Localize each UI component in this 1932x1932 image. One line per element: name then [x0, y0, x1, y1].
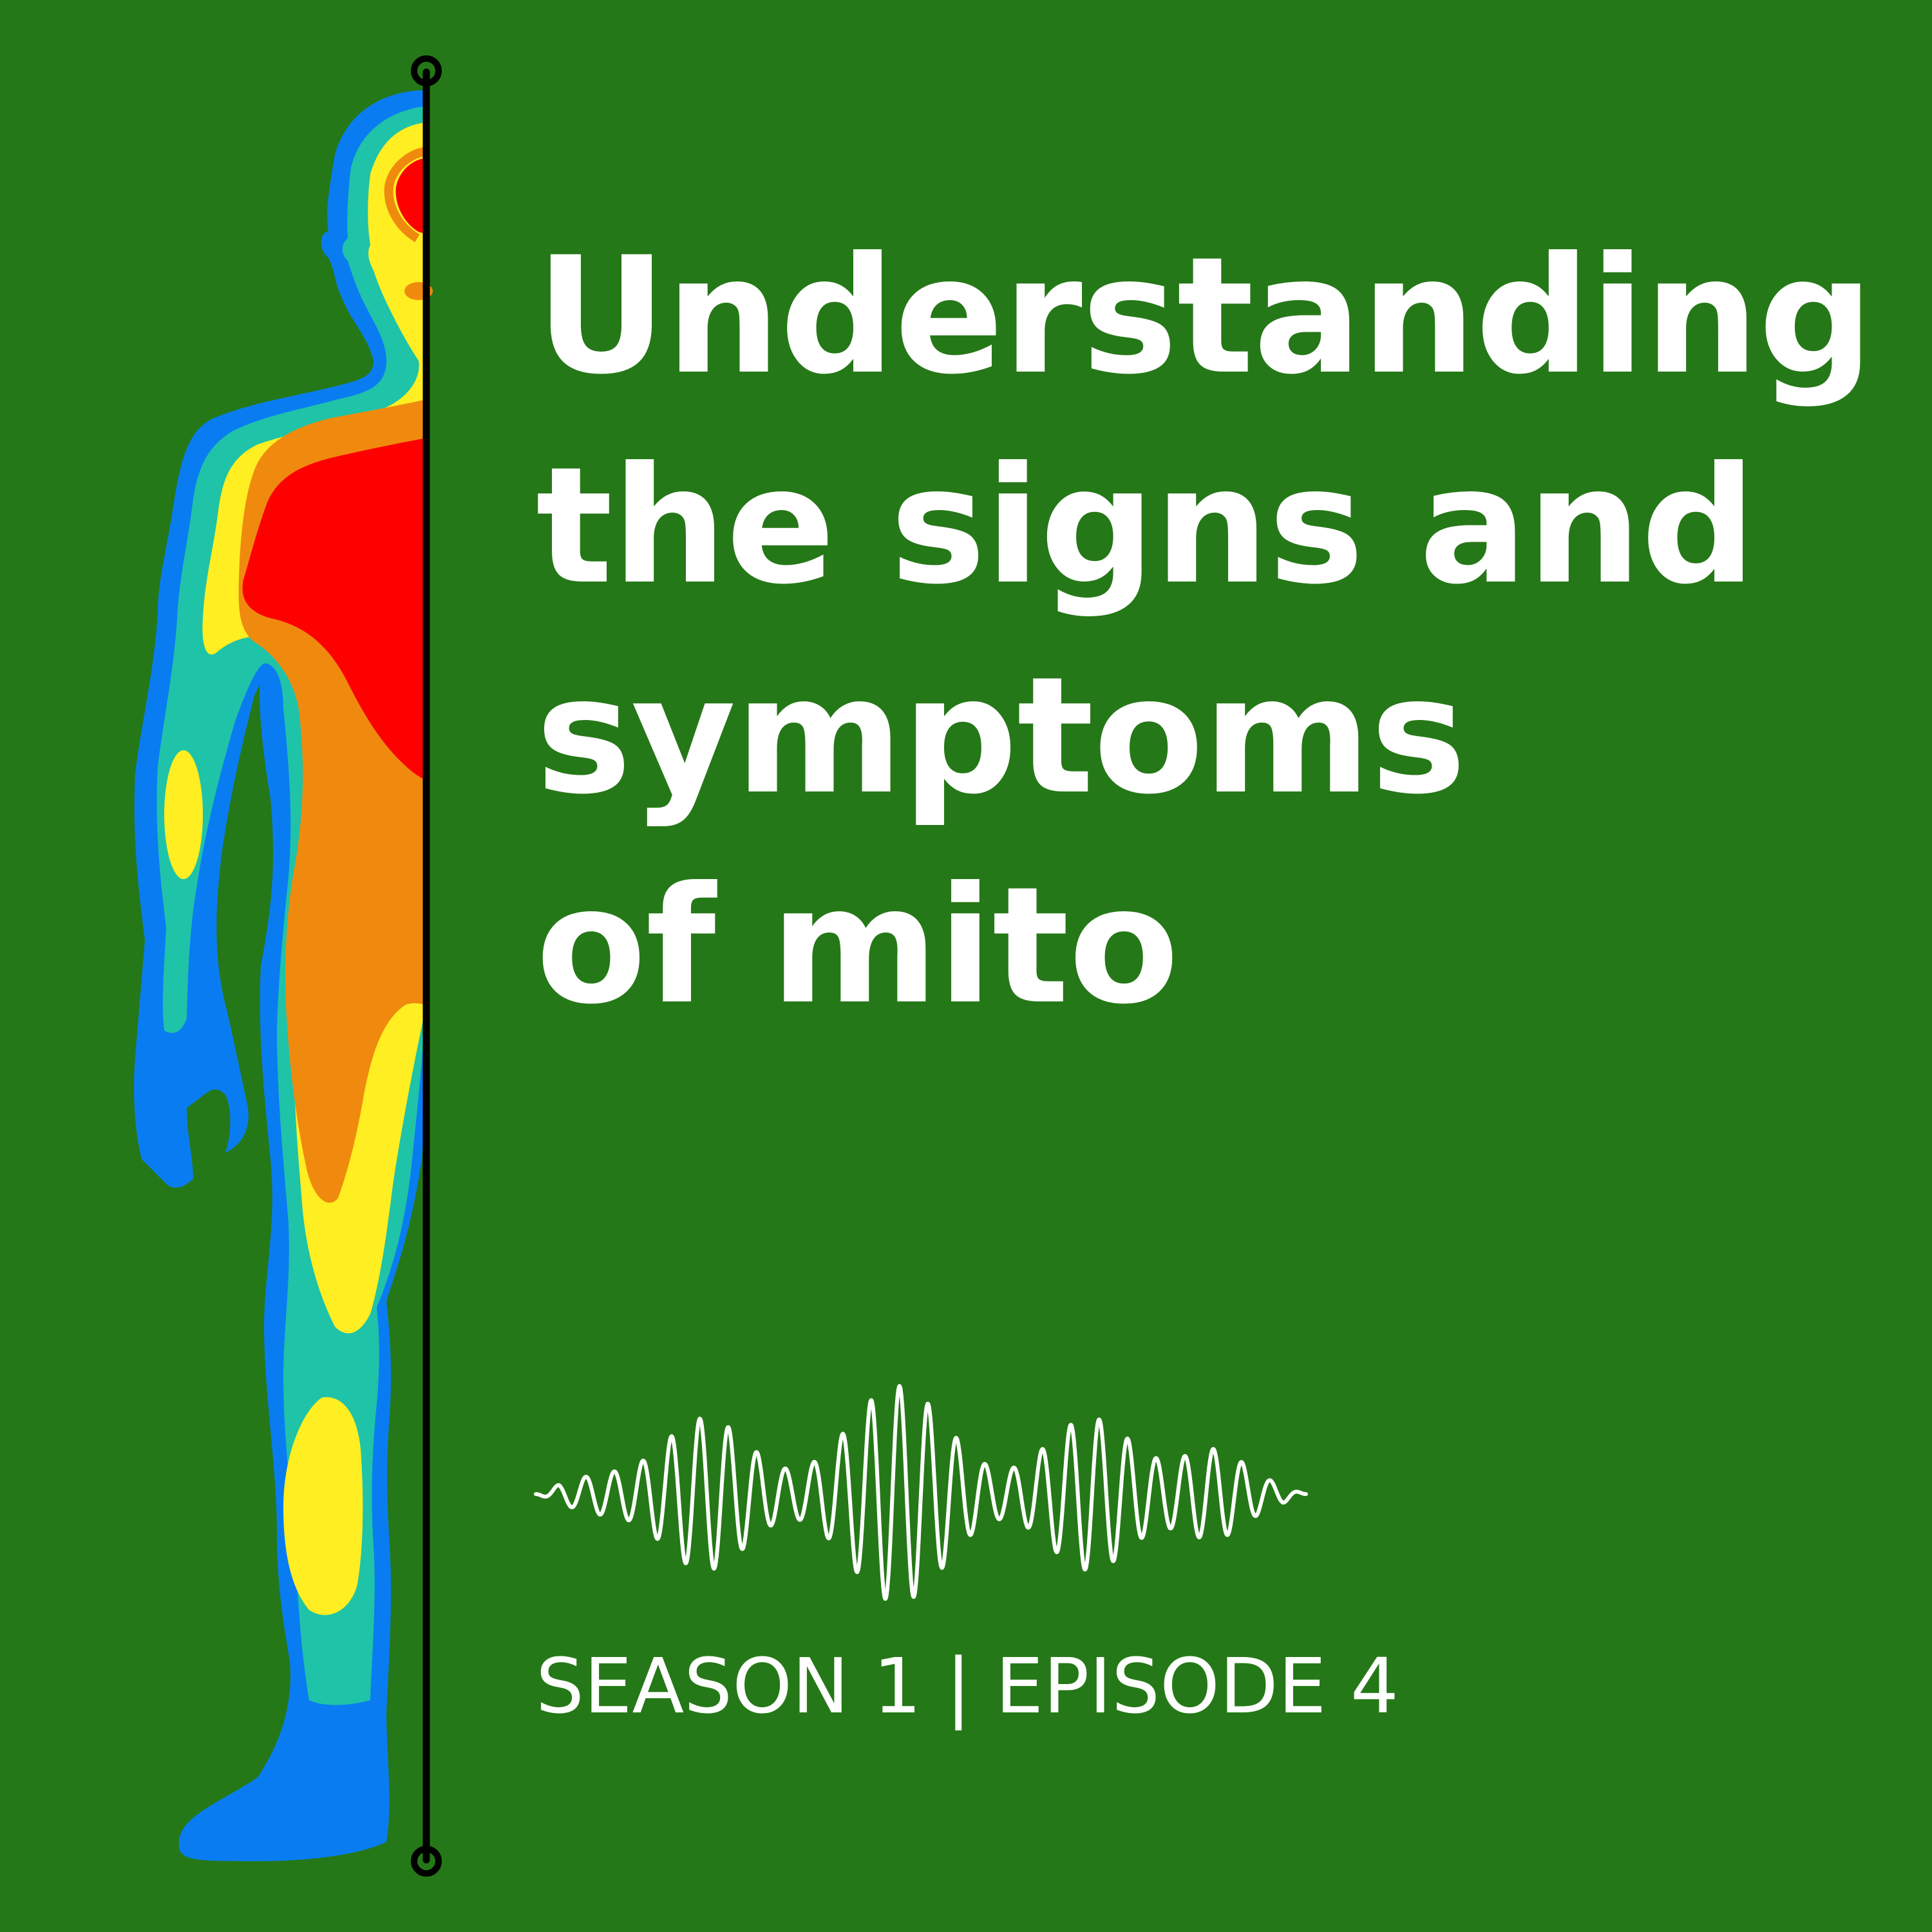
sound-wave-icon	[534, 1384, 1308, 1601]
body-layer-yellow-forearm	[164, 750, 203, 879]
body-layer-red-head	[395, 158, 426, 233]
measuring-line-bottom-cap	[411, 1846, 442, 1877]
title-line-1: Understanding	[536, 222, 1873, 410]
body-layer-yellow-shin	[283, 1397, 363, 1615]
body-layer-red-torso	[242, 438, 426, 779]
sound-wave-line	[534, 1384, 1308, 1601]
title-line-2: the signs and	[536, 432, 1756, 620]
title-line-4: of mito	[536, 852, 1179, 1039]
body-layer-orange-head-ring	[384, 147, 428, 243]
thermal-body-figure	[134, 55, 442, 1877]
episode-title: Understanding the signs and symptoms of …	[536, 211, 1888, 1051]
measuring-line-top-cap	[411, 55, 442, 86]
title-line-3: symptoms	[536, 642, 1466, 829]
season-episode-label: SEASON 1 | EPISODE 4	[536, 1642, 1399, 1730]
